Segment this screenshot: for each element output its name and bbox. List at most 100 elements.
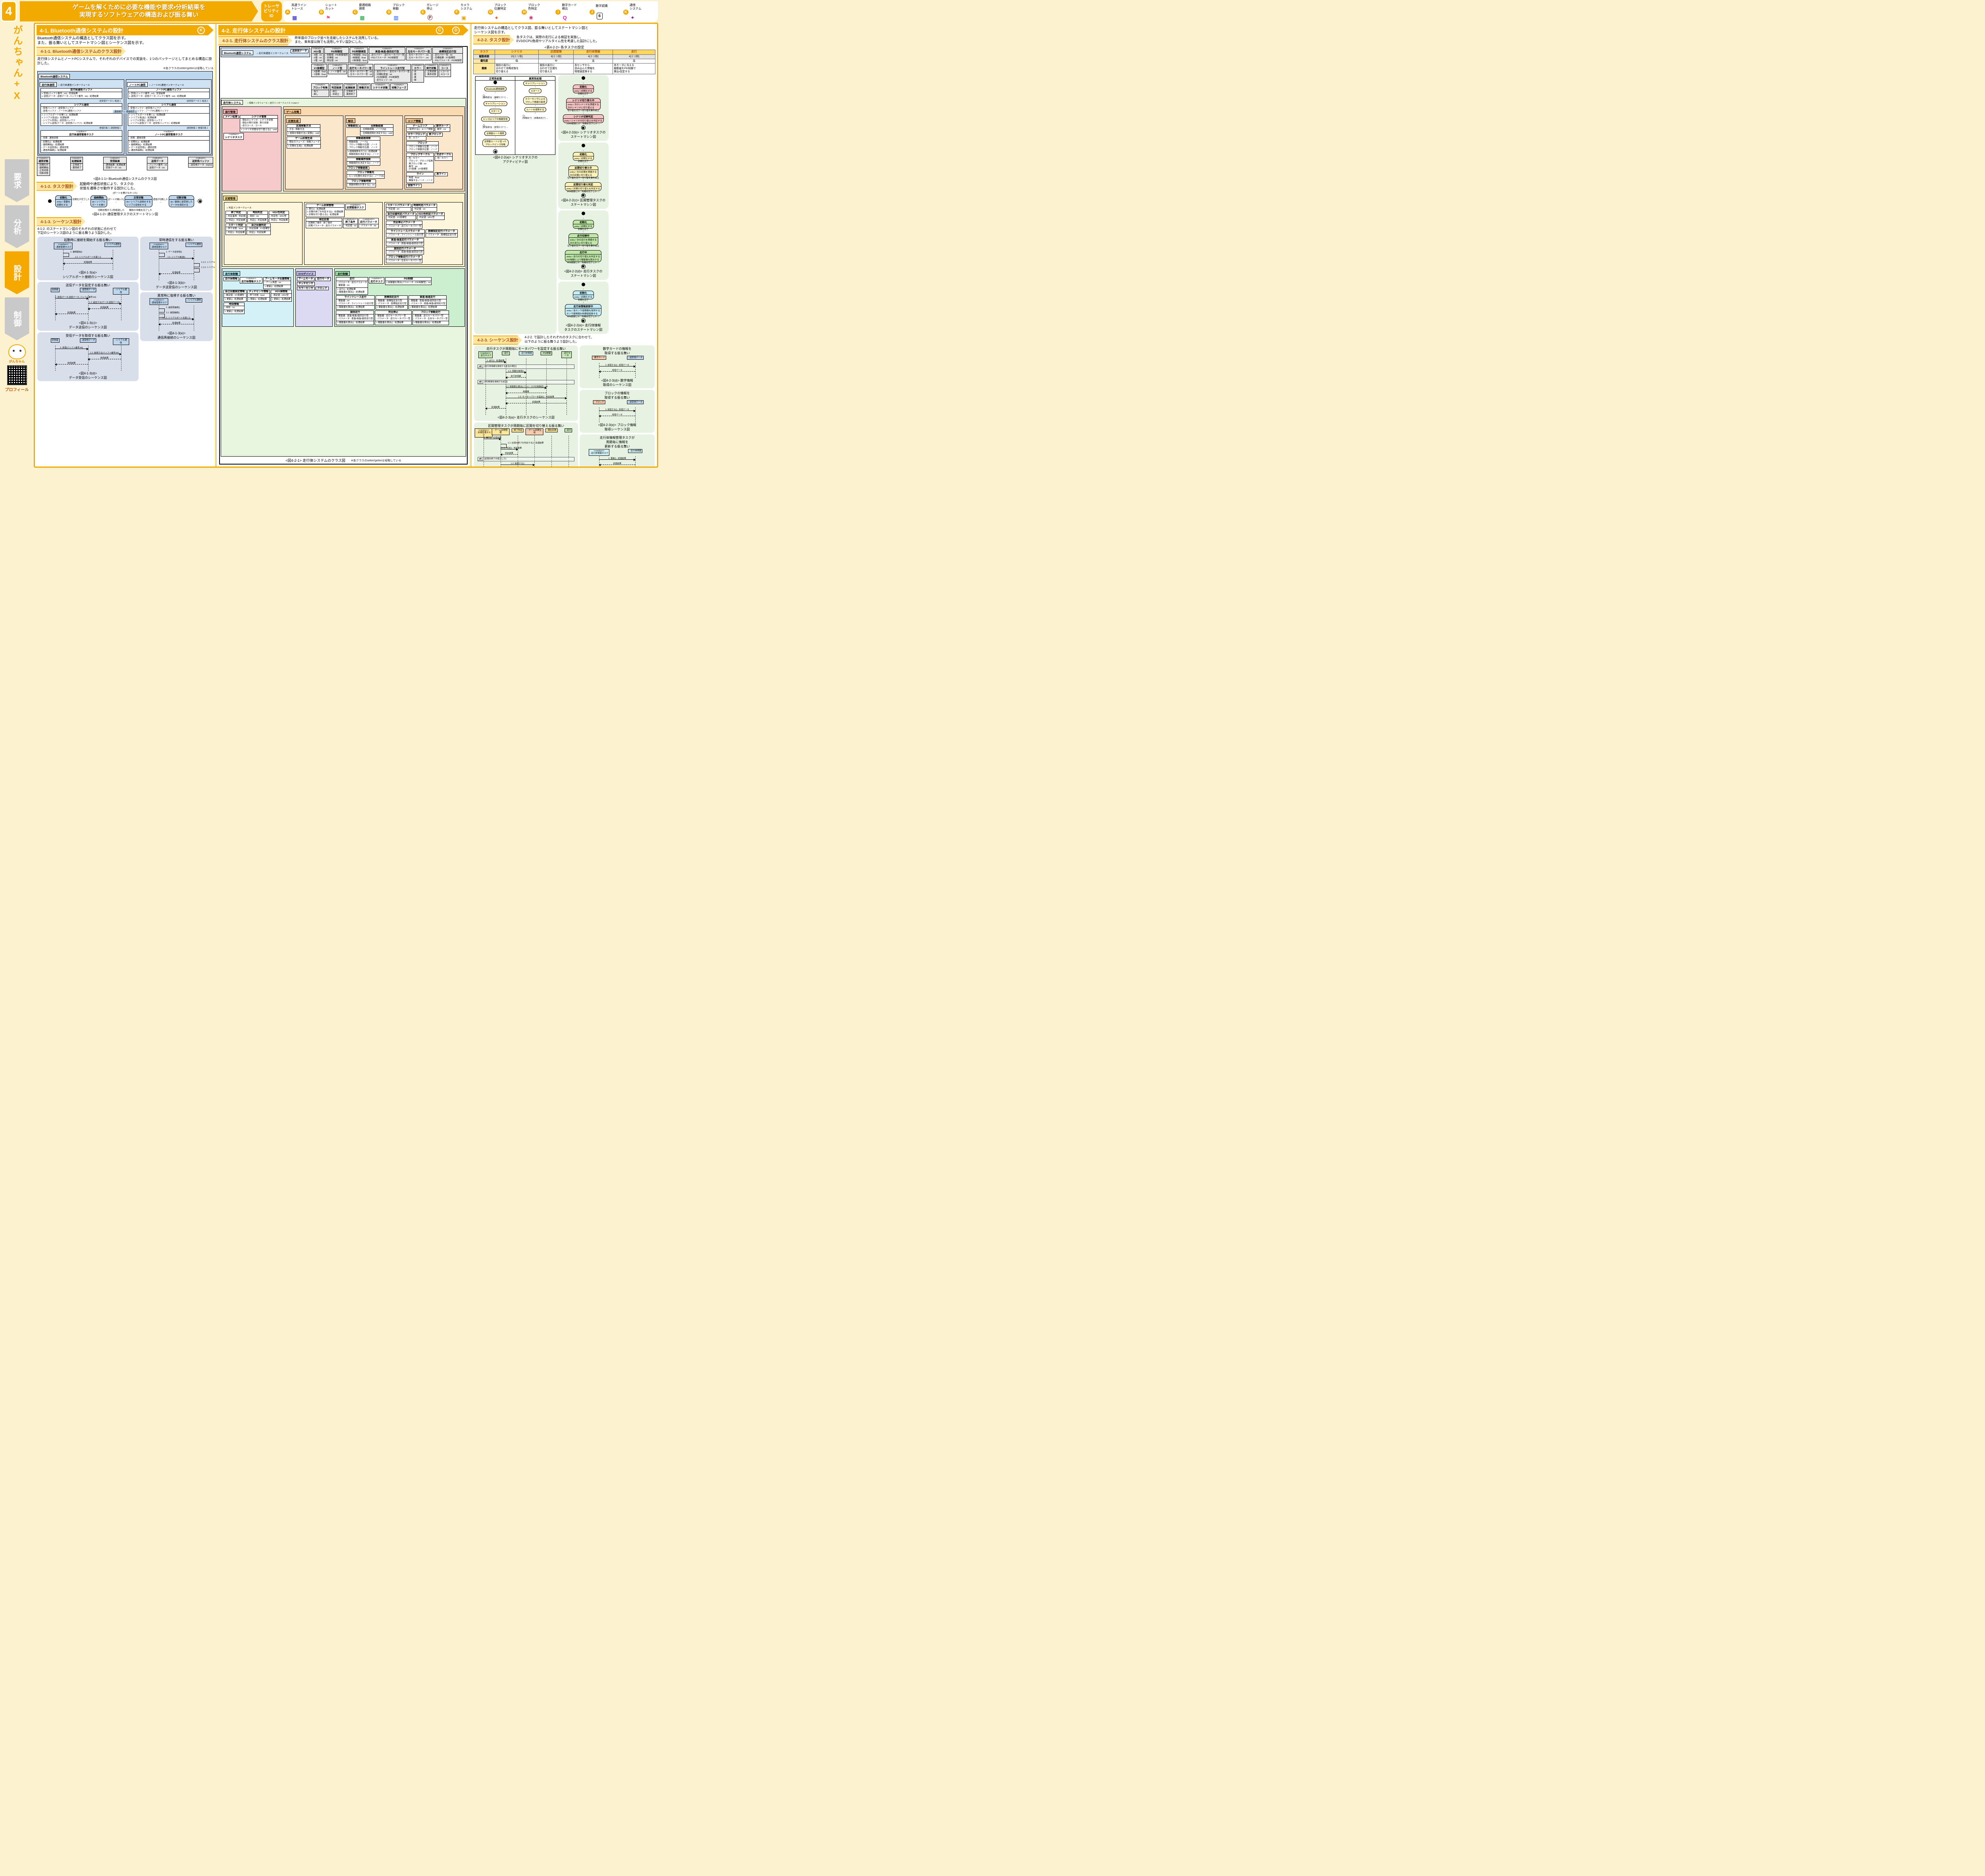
class-box: スタート判定- 押下状態 : bool- 判定() : 判定結果 [225,223,246,235]
arrowhead [63,262,65,265]
trace-id-badge: D [386,9,392,15]
final-state [581,264,586,269]
package-tab: 走行体通信 [40,82,57,87]
crosshair-icon: ⌖ [495,14,498,21]
class-box: HSV値情報- 測定値 : HSV型+ 更新() : 処理結果 [271,289,292,302]
sequence-title: 異常時に復帰する振る舞い [157,294,196,298]
trace-badge-K: K [197,27,205,34]
class-box: ブロック移動経路 [346,166,370,170]
sequence-42-left: 走行タスクが周期毎にモータパワーを設定する振る舞い<<active>> : 走行… [473,345,579,467]
statemachine-caption: <図4-2-2(c)> 区間管理タスクの ステートマシン図 [561,198,606,206]
class-box: 移動経路探索- 移動経路 : ノード[]- ブロック移動元位置 : ノード- ブ… [346,137,380,157]
association-label: -送受信データ 1 -転送 1 [98,100,121,102]
package-進行管理: 進行管理メイン処理シナリオ管理- 現在のシナリオ : シナリオ状態- 現在の実行… [222,106,281,191]
class-box: 走行体通信バッファ+ 受信(バッファ番号 : int) : 受信結果+ 送信(デ… [40,88,122,99]
class-box: 自己位置判定- 判定座標 : XY座標型- 判定() : 判定結果 [247,223,271,235]
class-box: ブロック移動時間- 移動時間を計算する() : int [346,179,376,187]
section-4-2-intro: 走行体システムの構造としてクラス図、振る舞いとしてステートマシン図と シーケンス… [474,26,589,35]
message-label: 1: 受信(バッファ番号:int) [60,347,83,349]
magnifier-icon: Q [563,14,567,21]
frame-alt: alt[走行体情報を使用する走法の場合] [478,364,575,369]
class-box: <<active>>ノートPC通信管理タスク- 状態 : 通信状態+ 初期化()… [128,130,210,153]
route-search-icon: ▩ [360,14,365,21]
package-tab: Bluetooth通信システム [39,73,70,79]
sequence-diagrams-left: 起動時に接続を開始する振る舞い<<active>> : 通信管理タスク: シリア… [37,236,139,382]
message-label: 受信結果 [100,357,109,360]
section-4-1-3-text: 4-1-2. のステートマシン図のそれぞれの状態に合わせて 下記のシーケンス図の… [37,227,117,235]
lifeline: : 走行 [564,428,572,433]
class-box: 数字カード- 数字 : int [434,124,450,132]
class-box: <<active>>走行タスク [369,277,385,284]
message-label: 処理結果 [100,307,109,309]
package-ノートPC通信: ノートPC通信ノートPC通信インターフェースノートPC通信バッファ+ 受信(バッ… [126,79,212,155]
parking-icon: Ⓟ [427,14,433,21]
table-4-2-2-title: <表4-2-2> 各タスクの設定 [544,45,584,50]
section-4-1-2-text: 起動時や通信状態により、タスクの 状態を遷移させ動作する設計にした。 [79,181,137,190]
package-解法: 解法移動統括全移動経路- 全移動経路 : ノード[5][]- 全移動経路を決定す… [345,115,403,189]
trace-id-badge: H [522,9,527,15]
section-4-2-right: 走行体システムの構造としてクラス図、振る舞いとしてステートマシン図と シーケンス… [472,24,657,467]
bluetooth-class-diagram: Bluetooth通信システム 走行体通信走行体通信インターフェース走行体通信バ… [37,71,213,156]
sequence-caption: <図4-2-3(a)> 走行タスクのシーケンス図 [497,416,555,420]
message-label: 1: 受信する() : 受信データ [605,409,629,411]
section-4-2-1-header: 4-2-1. 走行体システムのクラス設計 [218,36,292,45]
sequence-card: 走行タスクが周期毎にモータパワーを設定する振る舞い<<active>> : 走行… [474,345,578,421]
trace-id-badge: F [454,9,459,15]
table-col-走行体情報: 走行体情報 [573,50,613,55]
class-box: <<active>>走行体通信管理タスク- 状態 : 通信状態- 初期化() :… [40,130,122,153]
class-box: <<struct>>送信データ- バッファ番号 : int- 送信データ : i… [146,157,168,170]
message-label: 1.1.1: 判定() : 判定結果 [501,447,522,450]
class-box: シリアル通信- 受信バッファ : 送受信バッファ- 送信バッファ : ノートPC… [128,103,210,126]
page-number: 4 [1,1,17,22]
class-box: <<enum>>ブロック有無- 有り- 無し [311,83,330,97]
lifeline: <<active>> : 走行タスク [478,351,493,358]
sequence-caption: <図4-1-3(e)> 通信再接続のシーケンス図 [157,332,196,340]
traceability-label: トレーサ ビリティ ID [261,1,282,21]
package-tab: ノートPC通信 [127,82,148,87]
package-tab: ゲーム攻略 [284,109,301,114]
interface-lollipop: 走行体通信インターフェース [58,83,90,87]
class-box: 交点サークル- 色 : カラー [435,152,453,161]
statemachine-caption: <図4-2-2(e)> 走行体情報 タスクのステートマシン図 [564,324,603,332]
number-6-icon: 6 [596,13,603,20]
class-box: 走行モータ [315,277,331,281]
class-box: ブロック移動走行パラメータ- パラメータ : 左右モータパワー型 [386,255,423,264]
poster: 4 ゲームを解くために必要な機能や要求・分析結果を 実現するソフトウェアの構造お… [0,0,659,469]
camera-icon: ▣ [461,14,466,21]
class-box: 全移動経路- 全移動経路 : ノード[5][]- 全移動経路を決定する() : … [360,124,394,136]
message-label: 1.1.1: シリアルポートを開く() [162,317,191,320]
class-box: <<struct>>HSV型- H値 : int- S値 : int- V値 :… [311,47,324,64]
class-box: スタートパラメータ- 判定値 : int [386,203,411,212]
trace-id-badge: I [555,9,561,15]
arrowhead [485,407,487,410]
class-box: <<enum>>シナリオ状態 [371,83,389,90]
arrowhead [505,376,507,379]
sequence-caption: <図4-2-3(d)> 数字情報 取得のシーケンス図 [601,379,633,387]
class-box: 移動統括 [346,124,360,128]
profile-qr-code[interactable] [7,365,27,385]
section-4-2-1-text: 昨年度のブロック並べを走破したシステムを流用している。 また、来年度以降でも流用… [295,36,380,44]
action-node: 全移動ルート探索 [484,131,507,136]
class-box: ライン- 角度 : float- 隣接するノード : ノード [406,172,434,183]
swimlane-正常系処理: 正常系処理↓Bluetooth通信接続↓◇[接続成功] [接続エラー] →↓キャ… [476,76,515,154]
class-box: <<struct>>走行モータパワー型- 右モータパワー型 : int- 左モー… [347,64,374,77]
package-区間生成: 区間生成区間移動方法- 方法 : 移動方法+ 経路を移動方法に変換() : vo… [285,115,343,189]
interface-lollipop: 走行体通信インターフェース [257,51,289,55]
statemachine-caption: <図4-2-2(b)> シナリオタスクの ステートマシン図 [561,131,606,139]
sequence-caption: <図4-1-3(a)> シリアルポート接続のシーケンス図 [62,271,114,279]
class-box: <<struct>>ノード型- ノード番号 : int [328,64,347,75]
class-box: 座標指定走行パラメータ- パラメータ : 座標指定走行型 [425,229,458,237]
sidebar-step-制御: 制御 [4,297,29,340]
return-message: 処理結果 [63,261,113,265]
class-box: 完全停止パラメータ- パラメータ : 走行モータパワー型 [386,221,423,229]
lifeline: : シリアル通信 [104,243,121,247]
class-box: シナリオ管理- 現在のシナリオ : シナリオ状態- 現在の実行状態 : 実行状態… [239,115,278,133]
class-box: 直進・後進走行- 駆動量 : 直進・後進・旋回走行型- パラメータ : 直進・後… [408,295,447,310]
sequence-card: 異常時に復帰する振る舞い<<active>> : 通信管理タスク: シリアル通信… [140,292,213,341]
road-icon: ▦ [292,14,297,21]
